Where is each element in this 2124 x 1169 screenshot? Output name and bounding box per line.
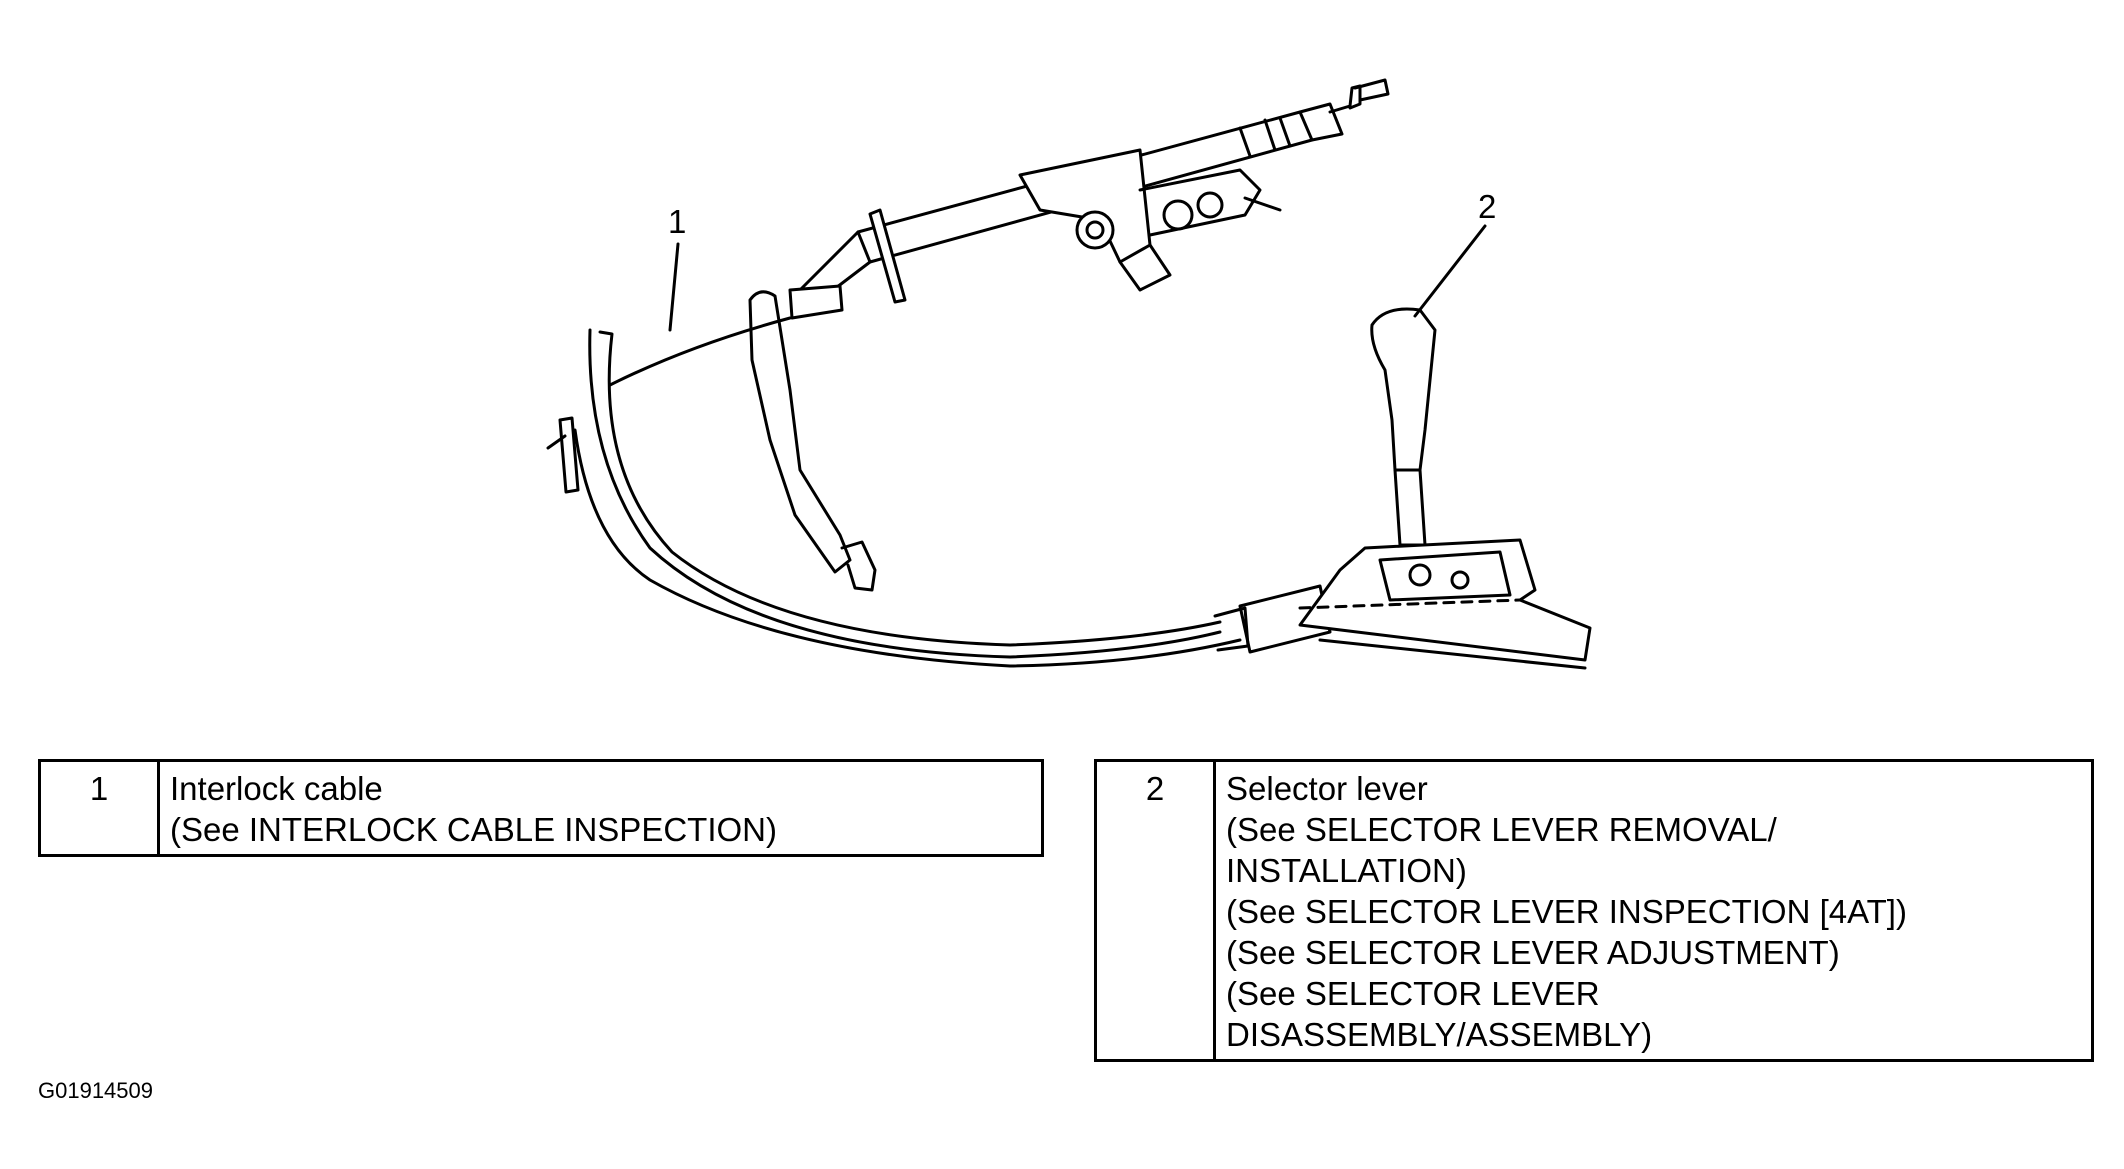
callout-1-leader (668, 242, 680, 332)
legend-line: (See SELECTOR LEVER (1226, 975, 1600, 1012)
legend-description: Selector lever (See SELECTOR LEVER REMOV… (1213, 759, 2094, 1062)
interlock-cable (546, 316, 1332, 668)
legend-line: INSTALLATION) (1226, 852, 1467, 889)
callout-2-label: 2 (1478, 188, 1497, 225)
selector-lever (1298, 307, 1592, 670)
legend-line: Interlock cable (170, 770, 383, 807)
legend-line: (See INTERLOCK CABLE INSPECTION) (170, 811, 777, 848)
legend-description: Interlock cable (See INTERLOCK CABLE INS… (157, 759, 1044, 857)
legend-number: 1 (38, 759, 160, 857)
legend-line: Selector lever (1226, 770, 1428, 807)
legend-row: 1 Interlock cable (See INTERLOCK CABLE I… (38, 759, 1044, 857)
legend-row: 2 Selector lever (See SELECTOR LEVER REM… (1094, 759, 2094, 1062)
brake-pedal (748, 290, 877, 592)
legend-line: (See SELECTOR LEVER INSPECTION [4AT]) (1226, 893, 1907, 930)
legend-line: (See SELECTOR LEVER REMOVAL/ (1226, 811, 1777, 848)
interlock-diagram (546, 78, 1592, 670)
legend-line: DISASSEMBLY/ASSEMBLY) (1226, 1016, 1653, 1053)
legend-line: (See SELECTOR LEVER ADJUSTMENT) (1226, 934, 1840, 971)
callout-2-leader (1413, 224, 1487, 318)
legend-table-1: 1 Interlock cable (See INTERLOCK CABLE I… (38, 759, 1044, 857)
legend-table-2: 2 Selector lever (See SELECTOR LEVER REM… (1094, 759, 2094, 1062)
figure-id: G01914509 (38, 1078, 153, 1103)
legend-number: 2 (1094, 759, 1216, 1062)
callout-1-label: 1 (668, 203, 687, 240)
steering-column (788, 78, 1390, 320)
